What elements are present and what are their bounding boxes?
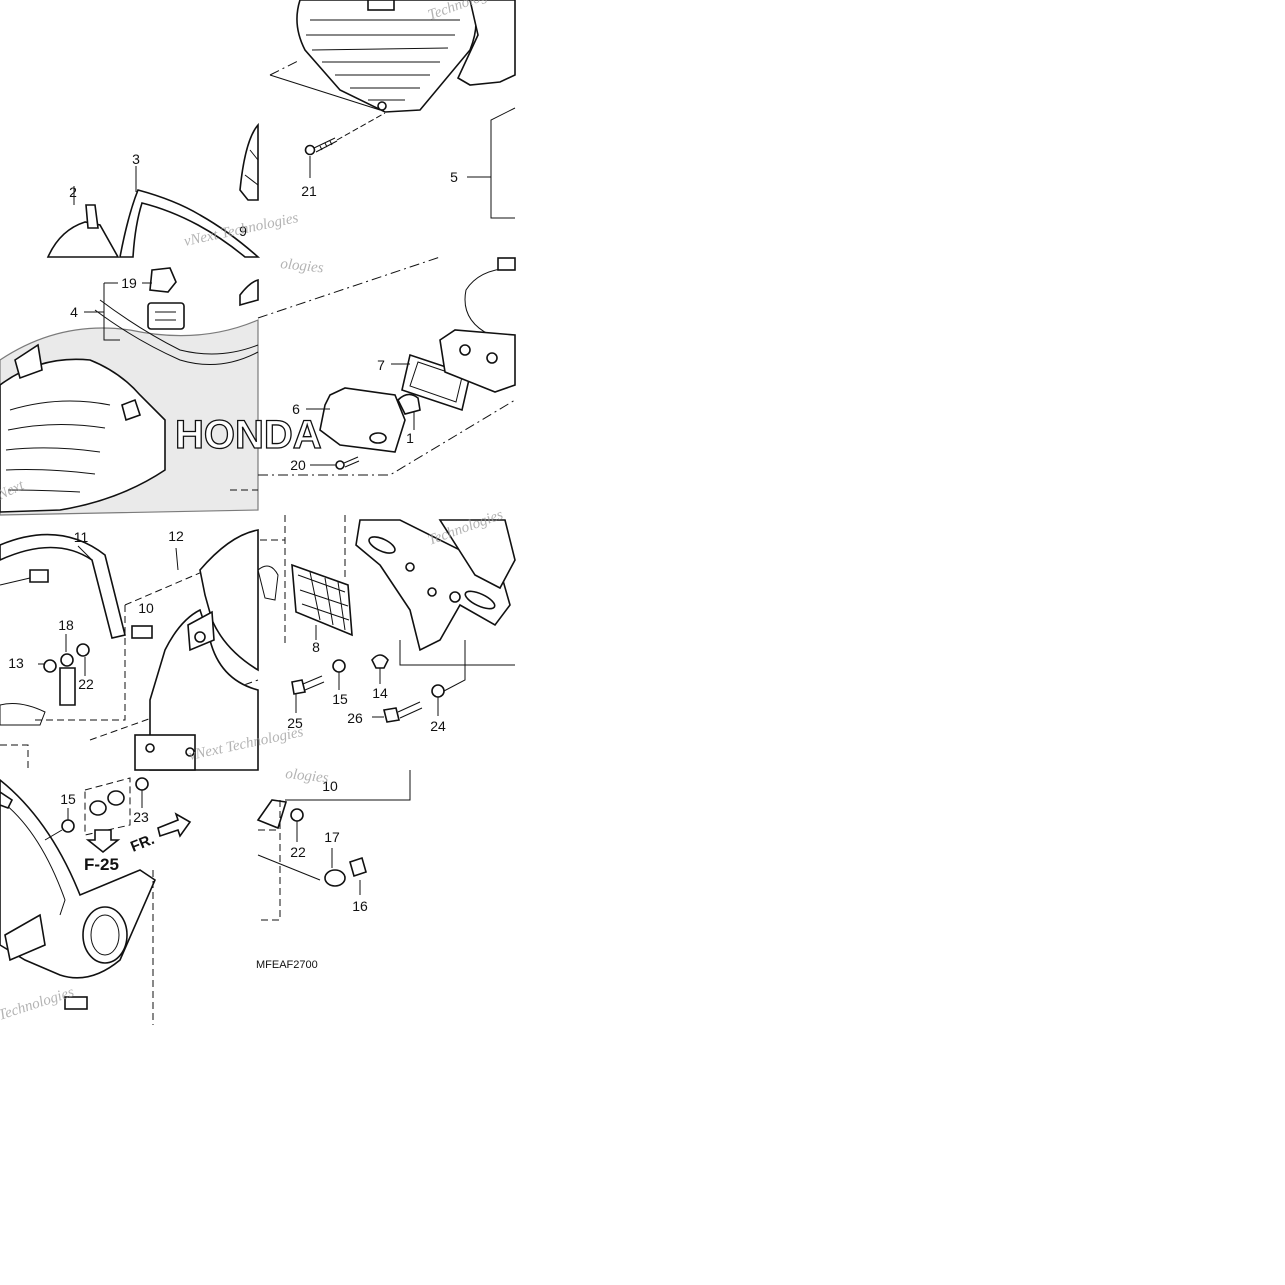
collar-pair <box>89 800 107 816</box>
lens-6 <box>319 387 406 453</box>
bolt-14 <box>371 654 389 669</box>
bulb-1 <box>397 393 421 415</box>
light-base <box>439 329 516 393</box>
connector-4 <box>147 302 185 330</box>
label-1: 1 <box>406 430 414 446</box>
washer-24 <box>431 684 445 698</box>
wire-loop <box>464 267 516 336</box>
label-10b: 10 <box>322 778 338 794</box>
front-arrow-label: FR. <box>128 831 157 856</box>
label-18: 18 <box>58 617 74 633</box>
drawing-code: MFEAF2700 <box>256 959 318 971</box>
label-17: 17 <box>324 829 340 845</box>
nut-15a <box>332 659 346 673</box>
rear-cowl-top <box>46 122 261 258</box>
tail-lens-ribs <box>306 19 460 101</box>
bolt-16 <box>349 856 367 878</box>
nut-15b <box>61 819 75 833</box>
label-23: 23 <box>133 809 149 825</box>
bolt-26 <box>383 707 400 723</box>
license-bracket-group <box>257 515 516 723</box>
lower-right-group <box>256 770 411 921</box>
label-7: 7 <box>377 357 385 373</box>
part-3-gasket <box>119 189 261 258</box>
label-19: 19 <box>121 275 137 291</box>
callout-labels: 1 2 3 4 5 6 7 8 9 10 10 11 12 13 14 15 1… <box>8 151 458 971</box>
grommet-13 <box>43 659 57 673</box>
front-arrow <box>157 812 192 838</box>
fender-12 <box>199 529 259 672</box>
label-22a: 22 <box>78 676 94 692</box>
lower-fender-group <box>0 744 192 1025</box>
label-15a: 15 <box>332 691 348 707</box>
lens-mount-line <box>269 59 301 76</box>
collar-18 <box>59 667 76 706</box>
label-14: 14 <box>372 685 388 701</box>
label-11: 11 <box>74 529 89 545</box>
nut-22b <box>290 808 304 822</box>
nut-23 <box>135 777 149 791</box>
watermark-8: ologies <box>285 766 330 786</box>
license-light-group <box>257 256 516 476</box>
label-21: 21 <box>301 183 317 199</box>
label-26: 26 <box>347 710 363 726</box>
ref-arrow <box>85 829 121 854</box>
tail-lens-group <box>269 0 516 113</box>
label-4: 4 <box>70 304 78 320</box>
label-10a: 10 <box>138 600 154 616</box>
nut-22a <box>76 643 90 657</box>
label-13: 13 <box>8 655 24 671</box>
label-15b: 15 <box>60 791 76 807</box>
rear-cowl-left: HONDA <box>0 267 322 516</box>
cushion-10 <box>131 625 153 639</box>
label-20: 20 <box>290 457 306 473</box>
label-24: 24 <box>430 718 446 734</box>
fender-frame <box>35 489 259 741</box>
bolt-25 <box>291 679 306 695</box>
clip-19 <box>149 267 177 293</box>
label-3: 3 <box>132 151 140 167</box>
screw-21 <box>304 112 386 178</box>
watermark-7: ologies <box>280 256 325 276</box>
label-2: 2 <box>69 184 77 200</box>
license-light-frame <box>257 256 516 476</box>
rear-fender-group <box>0 489 259 771</box>
collar-17 <box>324 869 346 887</box>
brand-lettering: HONDA <box>175 413 322 457</box>
label-22b: 22 <box>290 844 306 860</box>
reflector-8 <box>291 563 353 637</box>
cowl-body <box>0 358 166 513</box>
tail-lens-side-panel <box>456 0 516 86</box>
label-25: 25 <box>287 715 303 731</box>
reference-tag: F-25 <box>84 855 119 874</box>
label-12: 12 <box>168 528 184 544</box>
label-5: 5 <box>450 169 458 185</box>
part-10-brace <box>285 770 411 801</box>
part-2-cover <box>46 221 120 258</box>
label-6: 6 <box>292 401 300 417</box>
label-8: 8 <box>312 639 320 655</box>
bracket-5-brace <box>467 107 516 219</box>
label-9: 9 <box>239 223 247 239</box>
rubber-11 <box>0 533 126 639</box>
label-16: 16 <box>352 898 368 914</box>
